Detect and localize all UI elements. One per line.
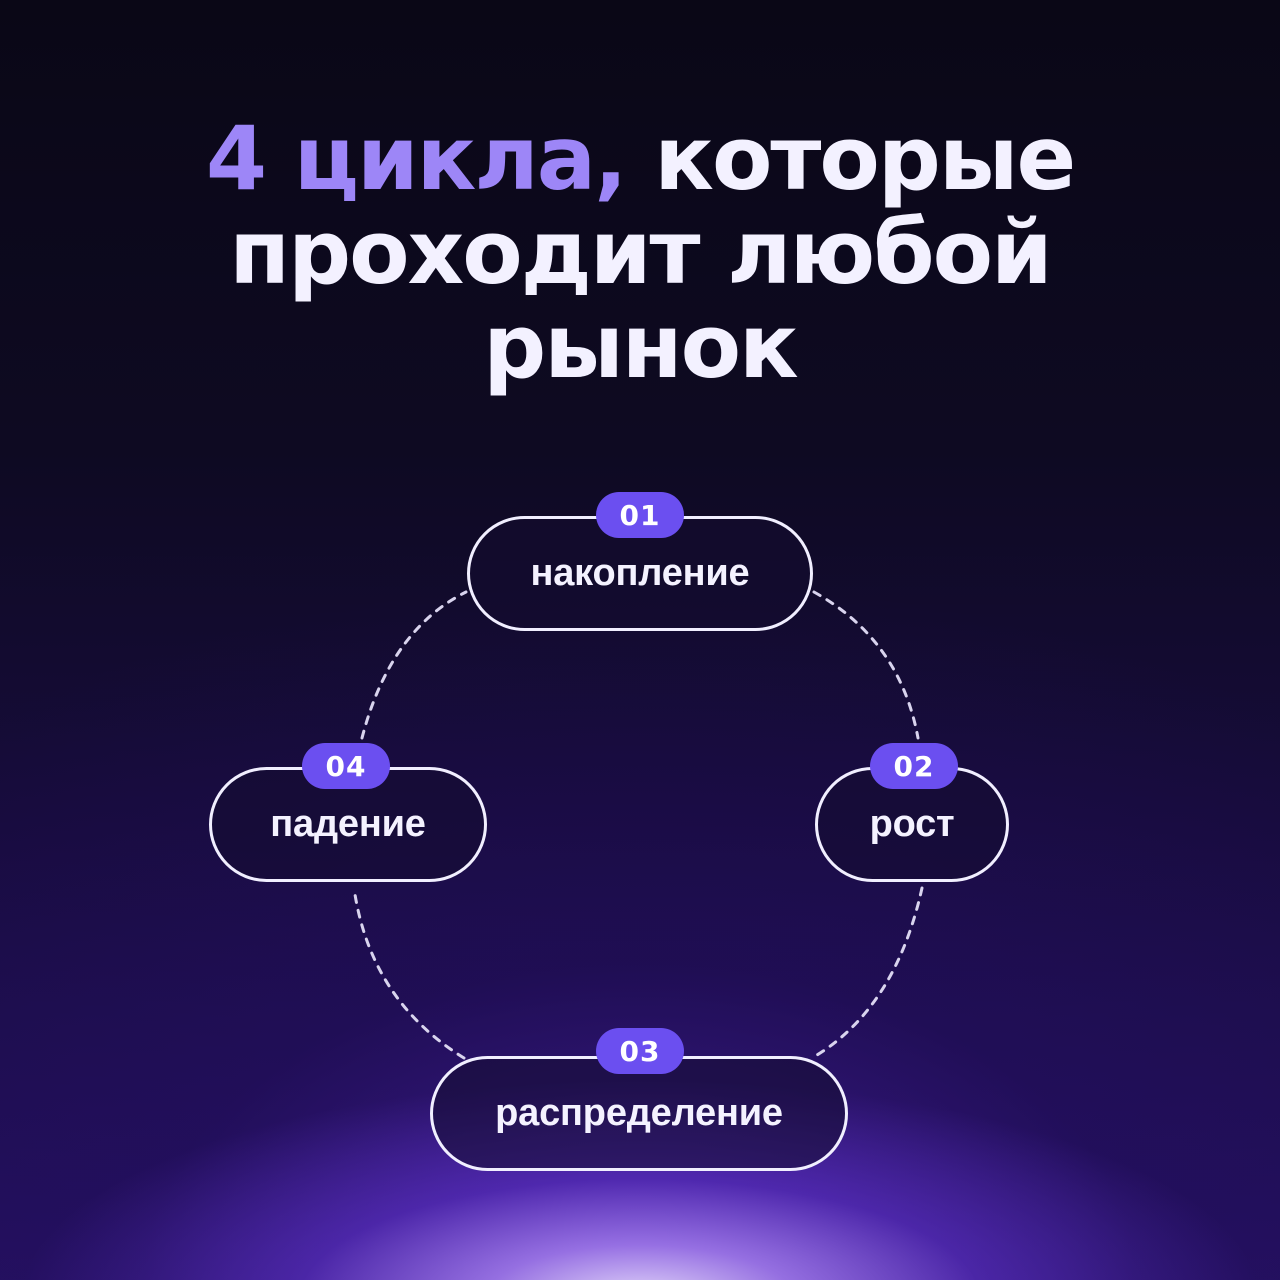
connector-03-04	[352, 886, 466, 1060]
page-title: 4 цикла, которые проходит любой рынок	[0, 112, 1280, 394]
node-label: накопление	[530, 552, 750, 594]
step-badge-03: 03	[596, 1028, 684, 1074]
title-line-3: рынок	[483, 295, 799, 398]
title-rest: которые	[654, 107, 1076, 210]
step-badge-04: 04	[302, 743, 390, 789]
title-accent: 4 цикла,	[205, 107, 628, 210]
node-label: распределение	[495, 1092, 783, 1134]
cycle-node-accumulation: накопление	[467, 516, 813, 631]
connector-01-02	[812, 590, 920, 740]
node-label: рост	[869, 803, 955, 845]
step-badge-01: 01	[596, 492, 684, 538]
title-line-1: 4 цикла, которые	[0, 112, 1280, 206]
step-badge-02: 02	[870, 743, 958, 789]
node-label: падение	[270, 803, 426, 845]
title-line-2: проходит любой	[229, 201, 1052, 304]
connector-02-03	[810, 886, 924, 1060]
connector-04-01	[360, 590, 468, 740]
